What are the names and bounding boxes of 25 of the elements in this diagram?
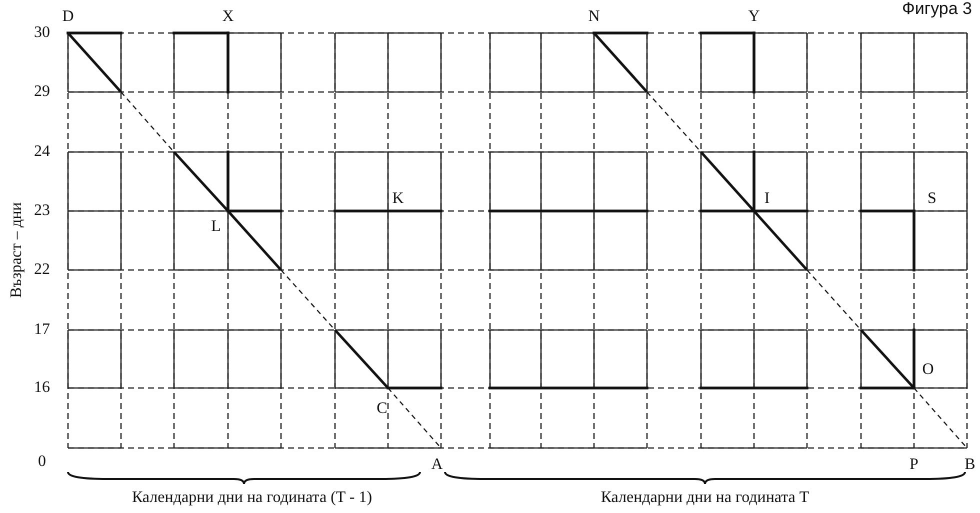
tick-label: 17 <box>34 322 50 338</box>
point-label: K <box>392 191 404 207</box>
point-label: O <box>922 362 934 378</box>
tick-label: 30 <box>34 25 50 41</box>
point-label: P <box>910 457 918 473</box>
figure-title: Фигура 3 <box>902 0 972 18</box>
axis-caption: Календарни дни на годината (T - 1) <box>132 490 372 506</box>
point-label: X <box>222 9 234 25</box>
axis-caption: Календарни дни на годината T <box>600 490 810 506</box>
point-label: L <box>211 219 221 235</box>
tick-label: 23 <box>34 203 50 219</box>
tick-label: 24 <box>34 144 50 160</box>
point-label: D <box>62 9 74 25</box>
point-label: N <box>588 9 600 25</box>
point-label: B <box>964 457 976 473</box>
tick-label: 16 <box>34 380 50 396</box>
point-label: Y <box>748 9 760 25</box>
tick-label: 0 <box>38 454 46 470</box>
tick-label: 29 <box>34 84 50 100</box>
axis-title: Възраст – дни <box>9 202 25 298</box>
point-label: I <box>764 191 770 207</box>
tick-label: 22 <box>34 262 50 278</box>
point-label: A <box>431 457 443 473</box>
point-label: C <box>376 401 388 417</box>
point-label: S <box>928 191 936 207</box>
